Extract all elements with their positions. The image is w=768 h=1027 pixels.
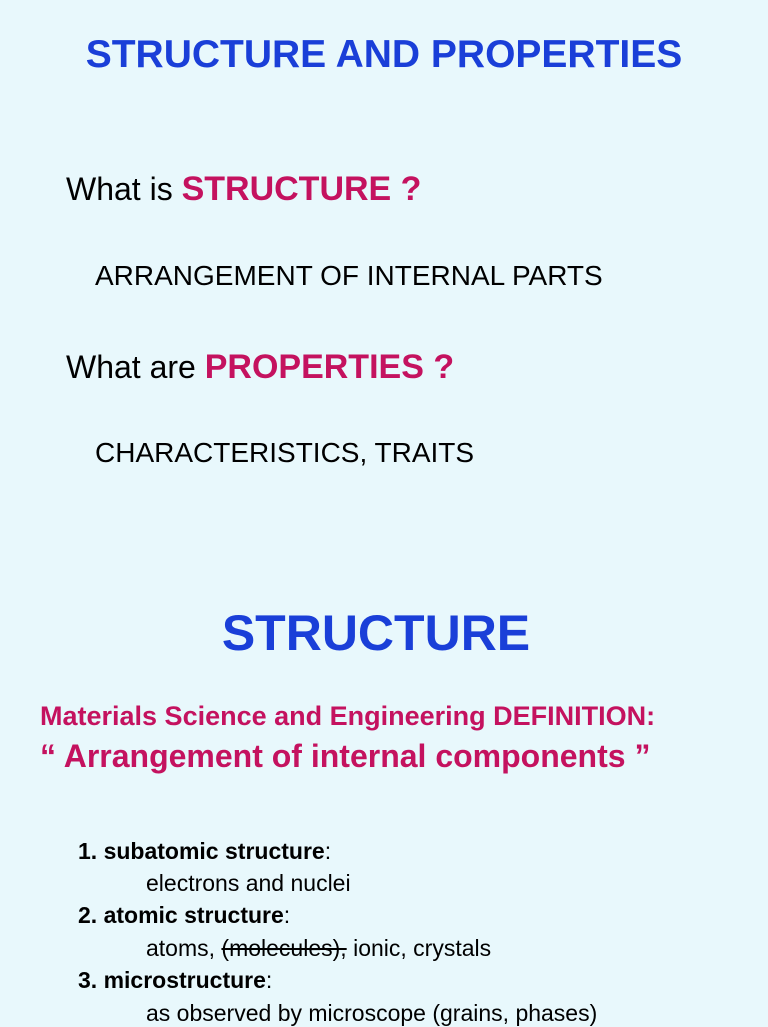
slide-title: STRUCTURE AND PROPERTIES	[85, 33, 683, 76]
list-item-number: 3.	[78, 967, 104, 993]
question-structure: What is STRUCTURE ?	[66, 170, 421, 209]
question-prefix: What are	[66, 349, 205, 385]
section-title: STRUCTURE	[221, 605, 531, 661]
list-item-colon: :	[283, 902, 291, 928]
definition-label: Materials Science and Engineering DEFINI…	[40, 701, 656, 731]
list-item-heading: 1. subatomic structure:	[78, 838, 331, 865]
question-keyword: STRUCTURE ?	[181, 170, 422, 208]
list-item-title: subatomic structure	[103, 838, 325, 864]
list-item-title: microstructure	[103, 967, 266, 993]
list-item-title: atomic structure	[103, 902, 284, 928]
list-item-colon: :	[265, 967, 273, 993]
answer-properties: CHARACTERISTICS, TRAITS	[95, 437, 475, 468]
answer-structure: ARRANGEMENT OF INTERNAL PARTS	[95, 260, 603, 291]
question-properties: What are PROPERTIES ?	[66, 348, 454, 387]
list-item-number: 1.	[78, 838, 104, 864]
question-prefix: What is	[66, 171, 182, 207]
struck-text: (molecules),	[221, 935, 347, 961]
detail-text: ionic, crystals	[346, 935, 492, 961]
detail-text: atoms,	[146, 935, 222, 961]
list-item-detail: atoms, (molecules), ionic, crystals	[146, 935, 491, 962]
list-item-detail: electrons and nuclei	[146, 870, 351, 896]
list-item-colon: :	[324, 838, 332, 864]
list-item-number: 2.	[78, 902, 104, 928]
question-keyword: PROPERTIES ?	[204, 348, 455, 386]
list-item-detail: as observed by microscope (grains, phase…	[146, 1000, 598, 1026]
list-item-heading: 3. microstructure:	[78, 967, 272, 994]
definition-quote: “ Arrangement of internal components ”	[40, 738, 651, 774]
list-item-heading: 2. atomic structure:	[78, 902, 290, 929]
